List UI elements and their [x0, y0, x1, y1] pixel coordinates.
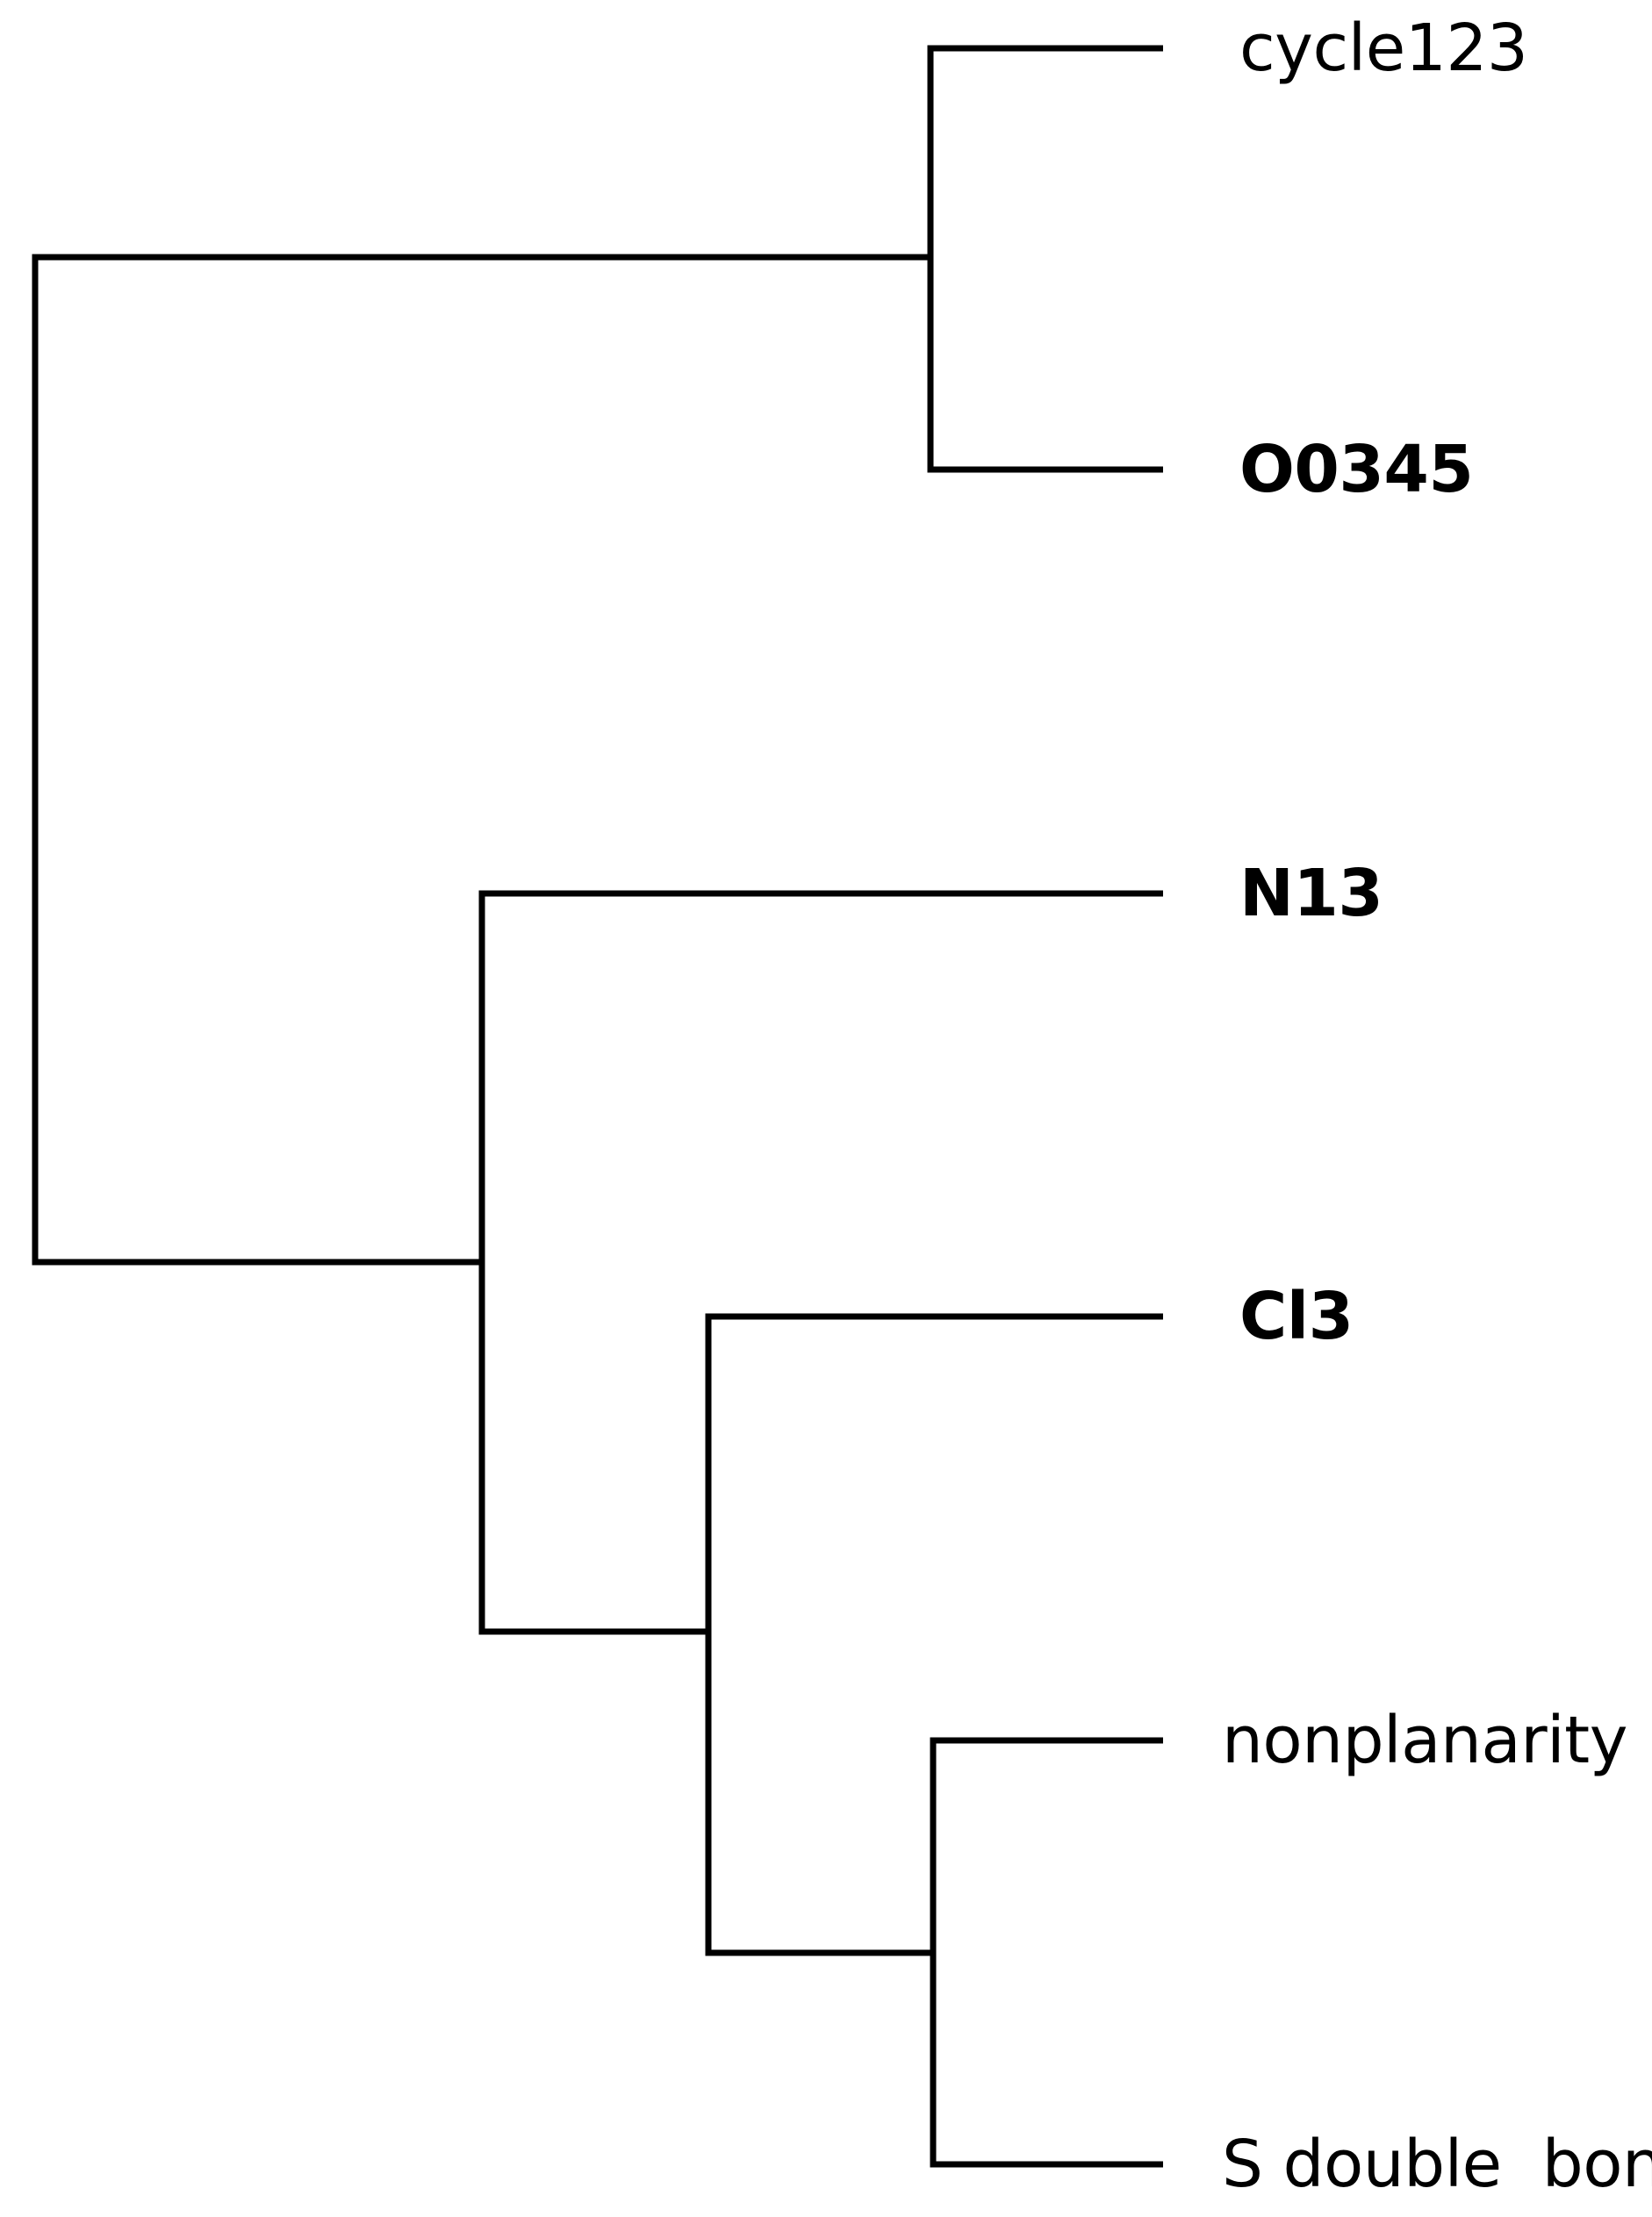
leaf-label-cl3: Cl3 [1239, 1279, 1354, 1354]
leaf-label-o0345: O0345 [1239, 432, 1474, 507]
leaf-label-cycle123: cycle123 [1239, 11, 1528, 86]
node-spines-group [32, 45, 937, 2168]
leaf-branches-group [482, 45, 1163, 2168]
leaf-label-s-double-bond: S double bond [1222, 2127, 1652, 2202]
node-connectors-group [35, 254, 933, 1956]
leaf-label-n13: N13 [1239, 856, 1383, 931]
leaf-label-nonplanarity: nonplanarity [1222, 1703, 1628, 1778]
